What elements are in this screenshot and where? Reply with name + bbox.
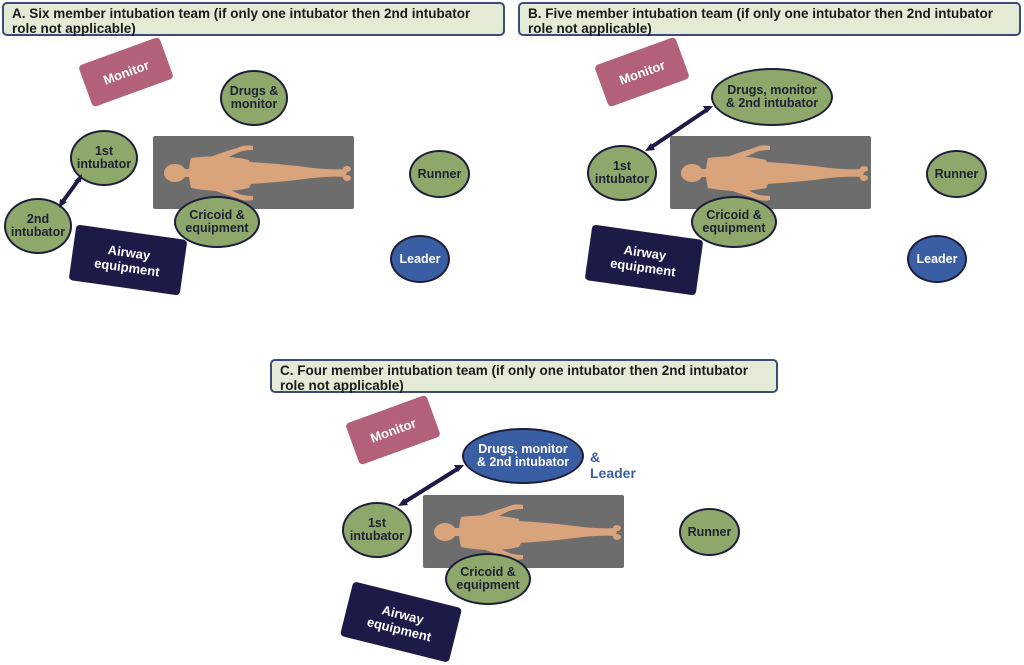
panel-b-title: B. Five member intubation team (if only … [518,2,1021,36]
runner-role: Runner [679,508,740,556]
first-intubator-role: 1st intubator [587,145,657,201]
second-intubator-role: 2nd intubator [4,198,72,254]
patient-bed [153,136,354,209]
cricoid-equipment-role: Cricoid & equipment [445,553,531,605]
drugs-monitor-second-intubator-role: Drugs, monitor & 2nd intubator [711,68,833,126]
leader-role: Leader [907,235,967,283]
first-intubator-role: 1st intubator [342,502,412,558]
panel-c-title: C. Four member intubation team (if only … [270,359,778,393]
leader-role: Leader [390,235,450,283]
leader-note: & Leader [590,449,636,481]
drugs-monitor-role: Drugs & monitor [220,70,288,126]
cricoid-equipment-role: Cricoid & equipment [691,196,777,248]
first-intubator-role: 1st intubator [70,130,138,186]
runner-role: Runner [409,150,470,198]
cricoid-equipment-role: Cricoid & equipment [174,196,260,248]
runner-role: Runner [926,150,987,198]
patient-bed [670,136,871,209]
patient-bed [423,495,624,568]
panel-a-title: A. Six member intubation team (if only o… [2,2,505,36]
drugs-monitor-second-intubator-leader-role: Drugs, monitor & 2nd intubator [462,428,584,484]
